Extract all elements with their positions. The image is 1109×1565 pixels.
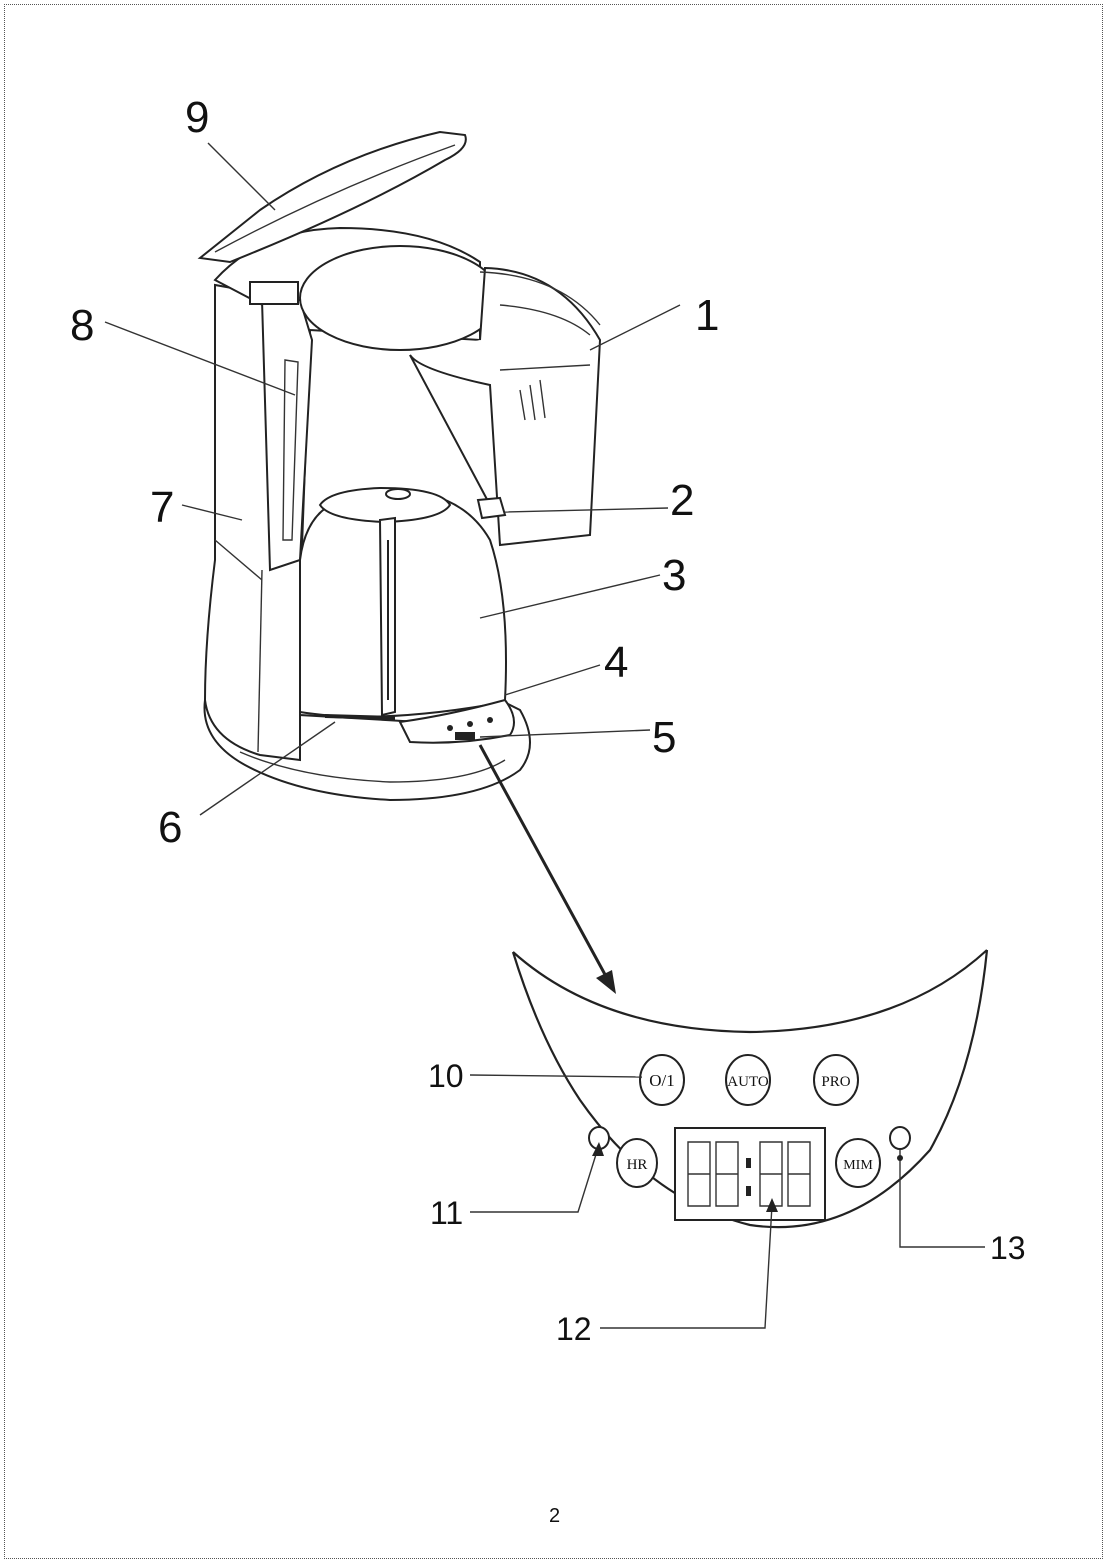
base-control-panel (398, 698, 515, 744)
coffee-maker-drawing (197, 130, 602, 802)
auto-button-label: AUTO (727, 1074, 769, 1090)
page-number: 2 (548, 1505, 561, 1527)
callout-8: 8 (70, 301, 94, 350)
filter-cover (299, 245, 501, 351)
callout-5: 5 (652, 713, 676, 762)
zoom-arrow (478, 744, 616, 994)
control-panel-enlarged (511, 949, 989, 1229)
carafe-lid (318, 486, 452, 524)
minute-button-label: MIM (843, 1158, 873, 1173)
minute-button[interactable]: MIM (835, 1138, 881, 1188)
filter-holder (409, 266, 602, 547)
indicator-light-icon (889, 1126, 911, 1150)
callout-6: 6 (158, 803, 182, 852)
callout-4: 4 (604, 638, 628, 687)
callout-2: 2 (670, 476, 694, 525)
leader-lines (104, 142, 681, 816)
callout-11: 11 (430, 1195, 463, 1231)
callout-1: 1 (695, 291, 719, 340)
hour-button[interactable]: HR (616, 1138, 658, 1188)
carafe (299, 490, 507, 724)
callout-7: 7 (150, 483, 174, 532)
callout-13: 13 (990, 1230, 1026, 1266)
page-border (4, 4, 1103, 1559)
hour-button-label: HR (627, 1157, 648, 1173)
seven-segment-display-icon (674, 1127, 826, 1221)
power-button-label: O/1 (649, 1071, 675, 1090)
water-window (260, 299, 314, 572)
pro-button-label: PRO (821, 1074, 850, 1090)
callout-3: 3 (662, 551, 686, 600)
handle-top (249, 281, 299, 305)
callout-12: 12 (556, 1311, 592, 1347)
callout-10: 10 (428, 1058, 464, 1094)
pro-button[interactable]: PRO (813, 1054, 859, 1106)
lid (197, 130, 467, 264)
power-button[interactable]: O/1 (639, 1054, 685, 1106)
panel-leader-lines (469, 1074, 985, 1329)
callout-9: 9 (185, 93, 209, 142)
auto-button[interactable]: AUTO (725, 1054, 771, 1106)
